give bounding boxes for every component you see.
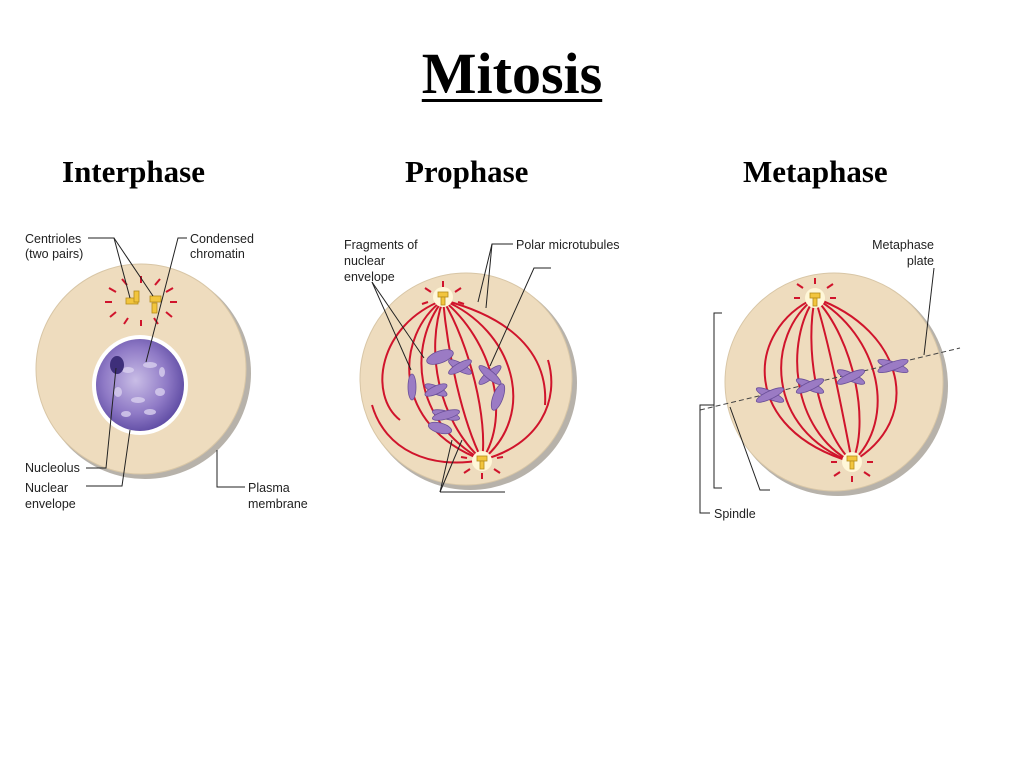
label-spindle: Spindle: [714, 507, 756, 521]
aster-rays: [794, 278, 873, 482]
centriole-icon: [846, 455, 858, 462]
centriole-icon: [479, 460, 485, 470]
nucleus: [96, 339, 184, 431]
label-condensed-chromatin: Condensed: [190, 232, 254, 246]
centriole-icon: [151, 302, 158, 314]
label-fragments: Fragments of: [344, 238, 418, 252]
label-centrioles: Centrioles: [25, 232, 81, 246]
chromosomes: [407, 349, 506, 435]
label-fragments-line2: nuclear: [344, 254, 385, 268]
phase-heading-prophase: Prophase: [405, 154, 529, 189]
centriole-icon: [440, 296, 446, 306]
centriole-icon: [849, 460, 855, 470]
prophase-leader-lines: [371, 243, 551, 493]
centriole-icon: [476, 455, 488, 462]
label-condensed-chromatin-line2: chromatin: [190, 247, 245, 261]
label-fragments-line3: envelope: [344, 270, 395, 284]
metaphase-plate-line: [699, 347, 961, 411]
interphase-leader-lines: [86, 237, 245, 488]
interphase-cell: [35, 263, 251, 479]
prophase-cell: [359, 272, 577, 490]
phase-heading-interphase: Interphase: [62, 154, 205, 189]
aster-rays: [421, 281, 504, 479]
label-metaphase-plate-line2: plate: [907, 254, 934, 268]
slide-title: Mitosis: [421, 41, 603, 106]
chromosomes: [755, 358, 909, 403]
centriole-icon: [437, 291, 449, 298]
metaphase-cell: [699, 272, 961, 496]
cell-body: [359, 272, 573, 486]
metaphase-leader-lines: [699, 267, 935, 514]
label-nucleolus: Nucleolus: [25, 461, 80, 475]
chromatin-pattern: [114, 362, 165, 417]
prophase-labels: Fragments of nuclear envelope Polar micr…: [344, 238, 620, 284]
centriole-icon: [809, 292, 821, 299]
label-plasma-membrane: Plasma: [248, 481, 290, 495]
nucleolus: [110, 356, 124, 374]
label-nuclear-envelope-line2: envelope: [25, 497, 76, 511]
label-metaphase-plate: Metaphase: [872, 238, 934, 252]
spindle-fibers: [371, 299, 553, 464]
label-polar-microtubules: Polar microtubules: [516, 238, 620, 252]
label-plasma-membrane-line2: membrane: [248, 497, 308, 511]
centriole-icon: [812, 297, 818, 307]
metaphase-labels: Metaphase plate Spindle: [714, 238, 934, 521]
label-nuclear-envelope: Nuclear: [25, 481, 68, 495]
phase-heading-metaphase: Metaphase: [743, 154, 888, 189]
centriole-icon: [149, 295, 162, 303]
interphase-labels: Centrioles (two pairs) Condensed chromat…: [25, 232, 308, 511]
label-centrioles-line2: (two pairs): [25, 247, 83, 261]
centriole-icon: [133, 290, 140, 303]
